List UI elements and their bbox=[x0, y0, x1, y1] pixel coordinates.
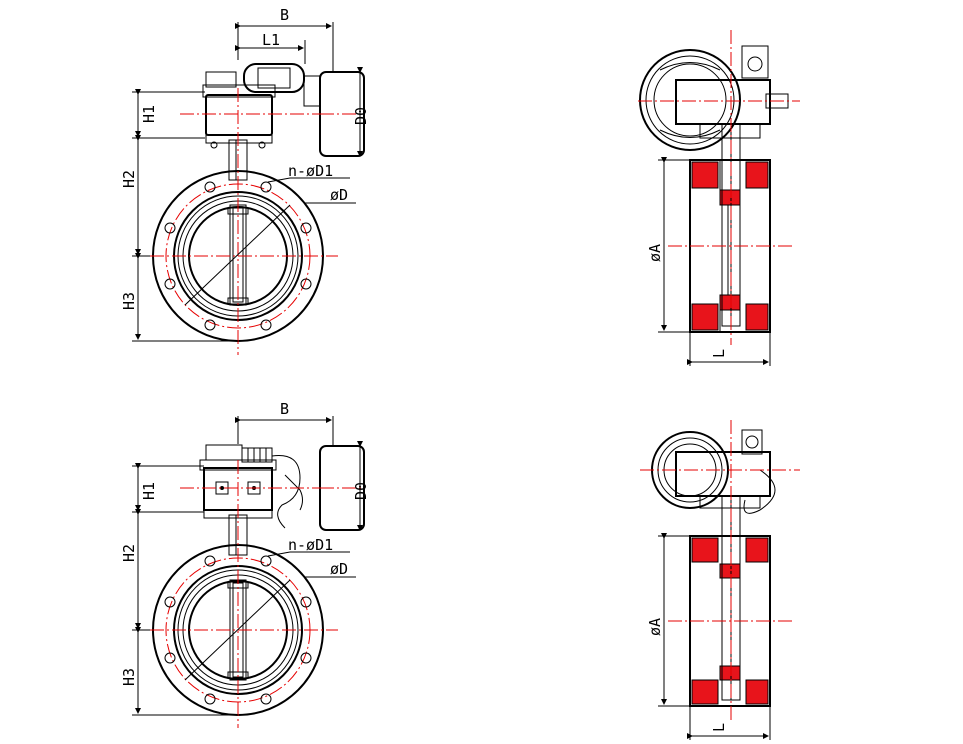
dim-L: L bbox=[710, 349, 728, 358]
top-front-dimensions: B L1 H1 H2 H3 D0 n-øD1 øD bbox=[120, 6, 370, 342]
dim-H2-bottom: H2 bbox=[120, 544, 138, 562]
dim-D0-bottom: D0 bbox=[352, 482, 370, 500]
dim-H3: H3 bbox=[120, 292, 138, 310]
side-view-actuator-valve bbox=[640, 420, 800, 720]
dim-L-bottom: L bbox=[710, 723, 728, 732]
side-view-gear-valve bbox=[638, 30, 800, 345]
dim-D: øD bbox=[330, 186, 348, 204]
dim-H1-bottom: H1 bbox=[140, 482, 158, 500]
dim-nD1: n-øD1 bbox=[288, 162, 333, 180]
dim-L1: L1 bbox=[262, 31, 280, 49]
dim-H1: H1 bbox=[140, 105, 158, 123]
dim-A: øA bbox=[646, 244, 664, 262]
dim-A-bottom: øA bbox=[646, 618, 664, 636]
dim-nD1-bottom: n-øD1 bbox=[288, 536, 333, 554]
gearbox bbox=[205, 94, 273, 136]
dim-B-bottom: B bbox=[280, 400, 289, 418]
bolt-holes-bottom bbox=[164, 555, 312, 705]
dim-H3-bottom: H3 bbox=[120, 668, 138, 686]
front-view-gear-valve bbox=[150, 63, 365, 355]
handwheel bbox=[639, 49, 741, 151]
bottom-side-dimensions: øA L bbox=[646, 533, 771, 740]
front-view-actuator-valve bbox=[150, 444, 365, 728]
dim-D0: D0 bbox=[352, 107, 370, 125]
bottom-front-dimensions: B H1 H2 H3 D0 n-øD1 øD bbox=[120, 400, 370, 716]
dim-H2: H2 bbox=[120, 170, 138, 188]
dim-B: B bbox=[280, 6, 289, 24]
dim-D-bottom: øD bbox=[330, 560, 348, 578]
bolt-holes bbox=[164, 181, 312, 331]
top-side-dimensions: øA L bbox=[646, 157, 771, 366]
